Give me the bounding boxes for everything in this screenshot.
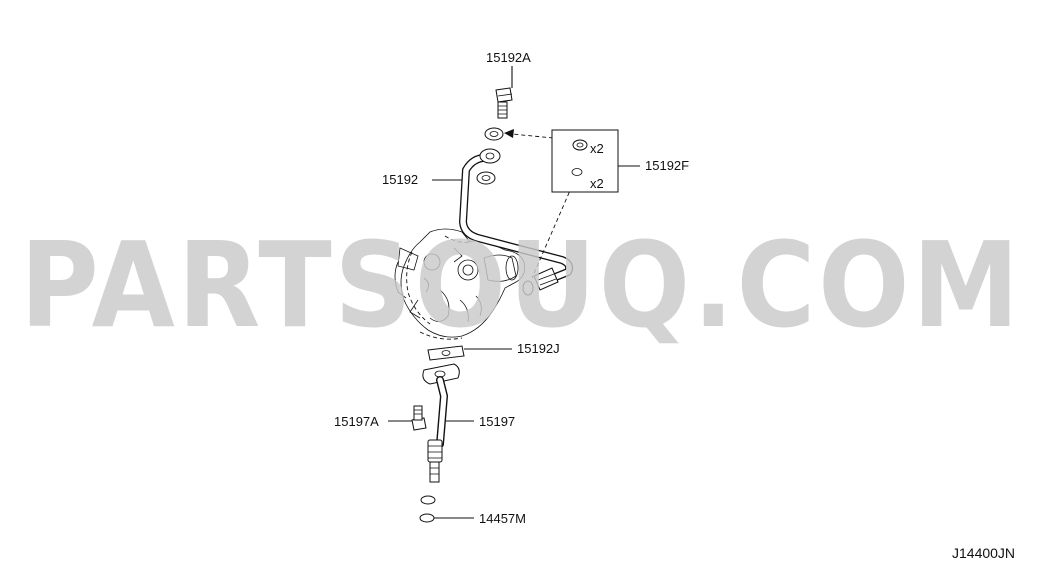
diagram-code: J14400JN (952, 545, 1015, 561)
label-14457M: 14457M (479, 511, 526, 526)
watermark-text: PARTSOUQ.COM (20, 216, 1022, 354)
label-15197: 15197 (479, 414, 515, 429)
kit-qty-1: x2 (590, 141, 604, 156)
gasket-15192J[interactable] (427, 345, 465, 361)
label-15192: 15192 (382, 172, 418, 187)
washer-upper (484, 127, 504, 141)
pipe-washer (476, 171, 496, 185)
leader-lines (388, 66, 640, 519)
bolt-15192A[interactable] (495, 87, 513, 119)
return-pipe-15197[interactable] (422, 363, 460, 483)
o-ring-14457M[interactable] (419, 495, 436, 523)
label-15192A: 15192A (486, 50, 531, 65)
turbocharger-illustration (394, 228, 526, 340)
label-15192J: 15192J (517, 341, 560, 356)
bolt-15197A[interactable] (411, 405, 427, 431)
feed-pipe-15192[interactable] (459, 148, 574, 291)
label-15192F: 15192F (645, 158, 689, 173)
kit-arrow-lower (522, 185, 573, 296)
label-15197A: 15197A (334, 414, 379, 429)
kit-qty-2: x2 (590, 176, 604, 191)
washer-kit-box[interactable] (551, 129, 619, 193)
